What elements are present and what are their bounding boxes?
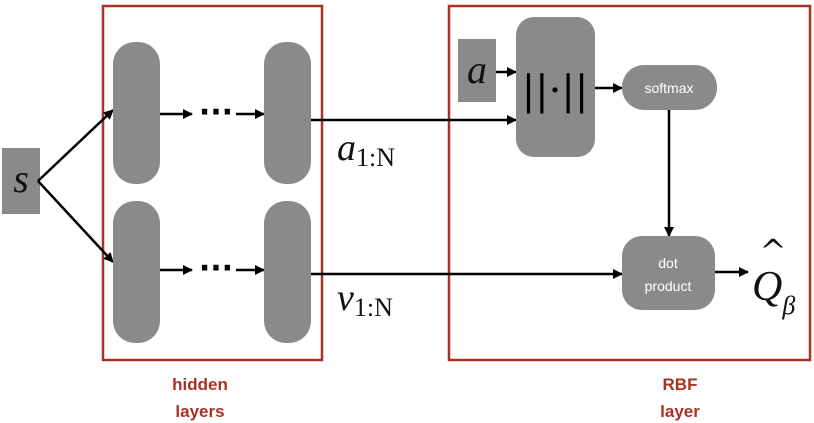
hidden-ellipsis-lower: ··· [199, 251, 233, 286]
rbf-layer-caption-line1: RBF [663, 375, 698, 394]
dot-product-label-line2: product [645, 278, 692, 294]
hidden-layers-caption-line2: layers [175, 402, 224, 421]
hidden-node-lower-first [113, 201, 160, 343]
arrow-s-to-upper [37, 109, 114, 182]
action-input-node [458, 39, 496, 102]
edge-label-v: v1:N [337, 277, 393, 322]
softmax-label: softmax [644, 80, 693, 96]
output-q-label: Qβ [752, 264, 795, 320]
hidden-layers-box [101, 4, 324, 362]
edge-label-a: a1:N [337, 127, 395, 172]
softmax-node [622, 65, 717, 110]
rbf-layer-caption-line2: layer [660, 402, 700, 421]
hidden-node-upper-last [264, 42, 311, 184]
action-symbol: a [467, 47, 487, 92]
rbf-layer-box [447, 4, 812, 362]
output-q-hat: ^ [760, 232, 787, 270]
hidden-ellipsis-upper: ··· [199, 95, 233, 130]
state-input-node [2, 148, 40, 214]
dot-product-label-line1: dot [658, 255, 678, 271]
hidden-layers-caption-line1: hidden [172, 375, 228, 394]
state-symbol: s [13, 156, 29, 201]
arrow-s-to-lower [37, 180, 114, 263]
norm-label: ||·|| [522, 68, 589, 114]
norm-node [516, 17, 595, 157]
hidden-node-upper-first [113, 42, 160, 184]
dot-product-node [622, 236, 715, 310]
hidden-node-lower-last [264, 201, 311, 343]
